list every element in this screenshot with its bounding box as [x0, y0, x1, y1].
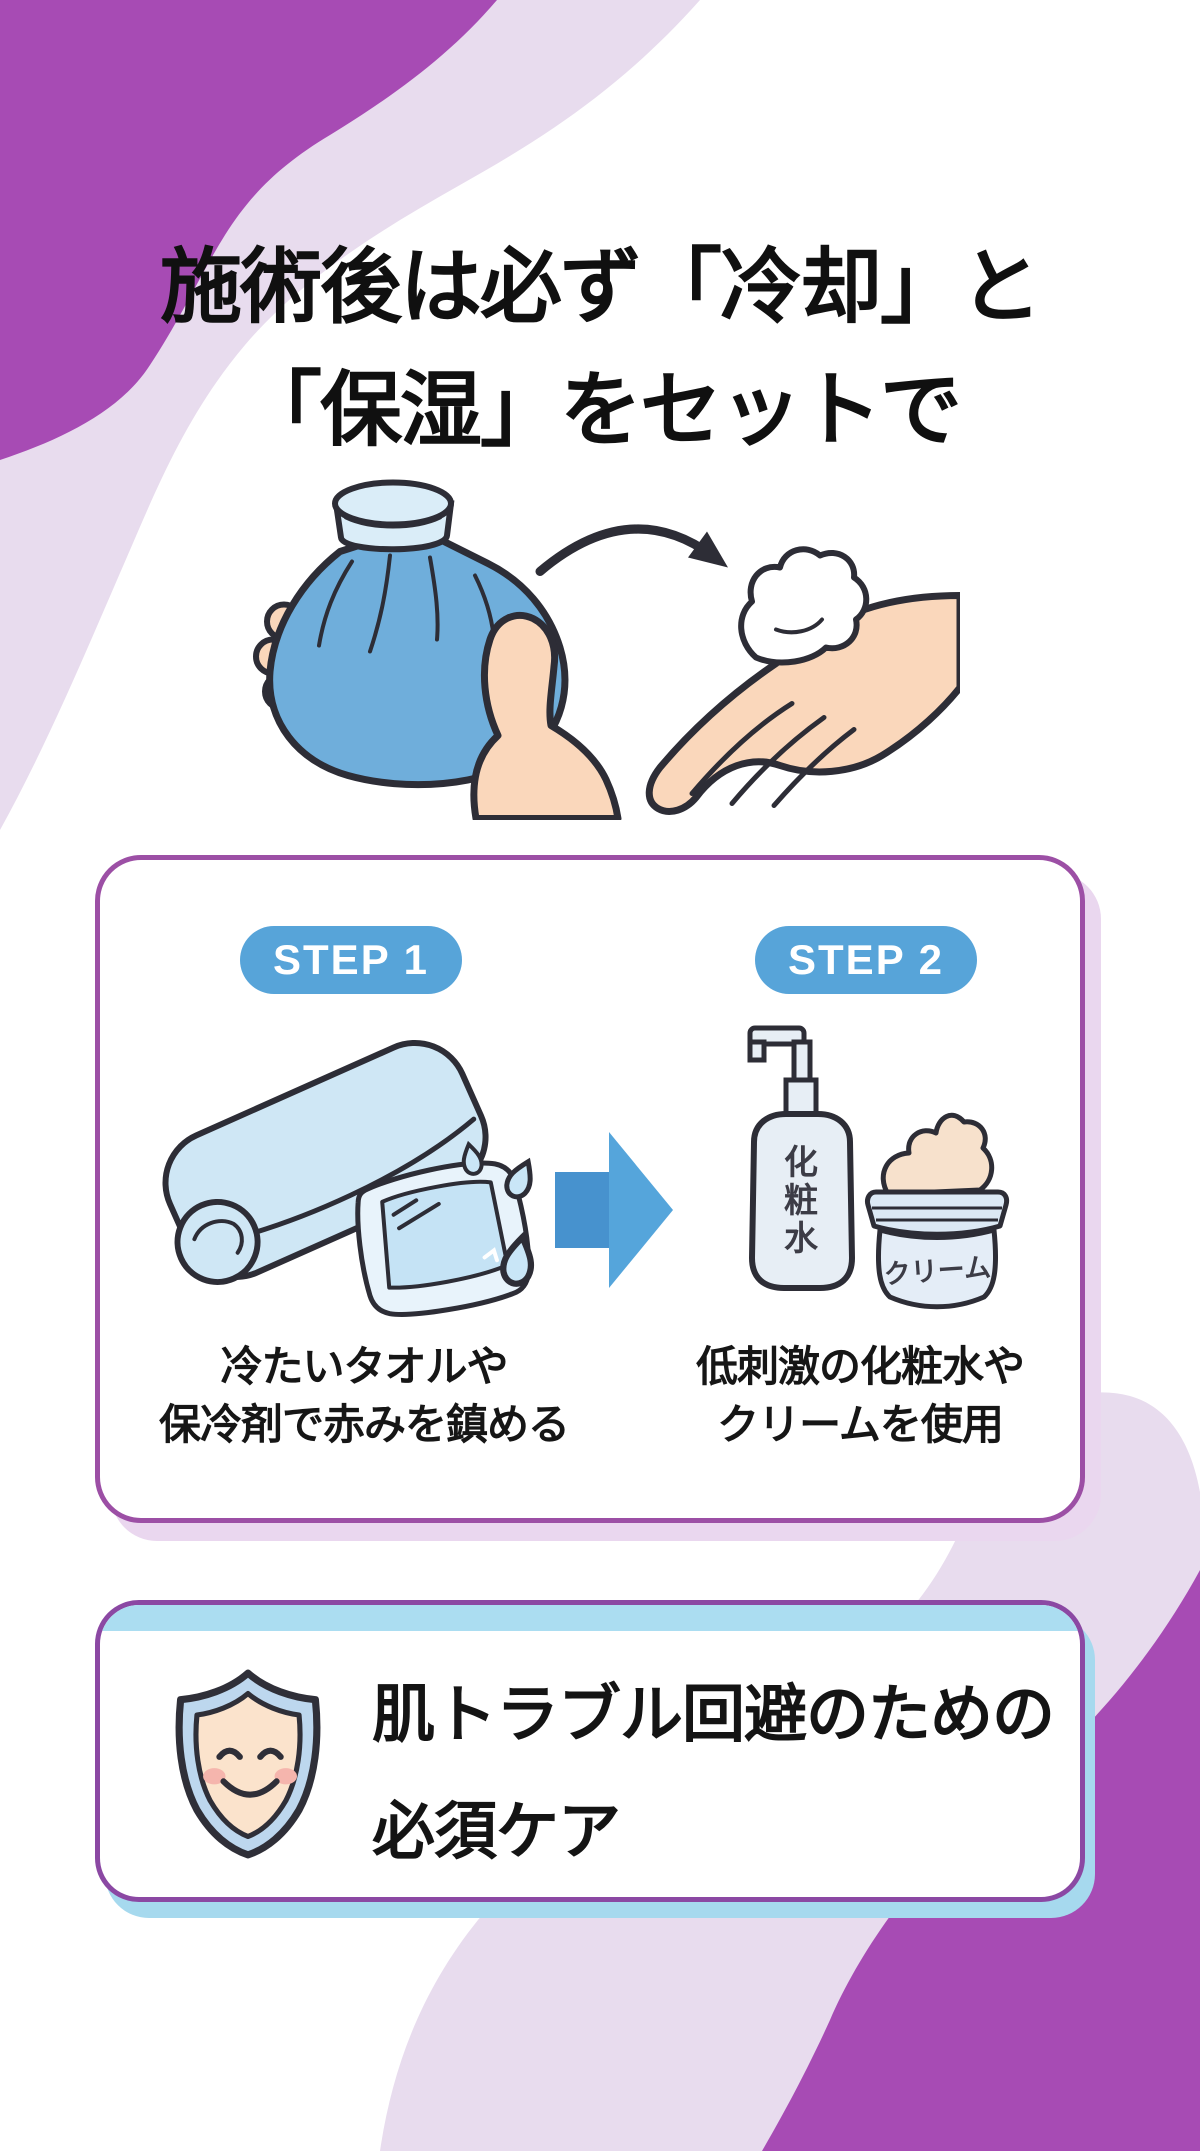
step1-badge: STEP 1	[240, 926, 462, 994]
step2-caption: 低刺激の化粧水や クリームを使用	[640, 1338, 1080, 1454]
lotion-bottle-icon: 化 粧 水	[747, 1025, 855, 1291]
note-text: 肌トラブル回避のための 必須ケア	[372, 1657, 1055, 1890]
bottle-label-char2: 粧	[784, 1182, 818, 1220]
top-left-purple-blob	[0, 0, 497, 460]
water-drops-icon	[461, 1140, 535, 1287]
step2-caption-line2: クリームを使用	[717, 1400, 1004, 1448]
hand-with-cream-icon	[645, 546, 960, 815]
shield-smiley-icon	[175, 1669, 321, 1859]
note-card-accent-bar	[100, 1605, 1080, 1631]
cooling-to-moisturizing-illustration	[253, 479, 960, 820]
step1-badge-label: STEP 1	[273, 936, 429, 983]
steps-card: STEP 1 STEP 2	[95, 855, 1085, 1523]
page-title: 施術後は必ず「冷却」と 「保湿」をセットで	[0, 226, 1200, 472]
bottle-label-char1: 化	[784, 1144, 818, 1182]
steps-illustration: 化 粧 水 クリーム	[162, 1025, 1010, 1317]
note-text-line1: 肌トラブル回避のための	[372, 1680, 1055, 1750]
step2-badge-label: STEP 2	[788, 936, 944, 983]
cream-jar-icon: クリーム	[865, 1112, 1010, 1310]
note-text-line2: 必須ケア	[372, 1796, 621, 1867]
step2-caption-line1: 低刺激の化粧水や	[695, 1343, 1025, 1390]
ice-bag-in-hand-icon	[253, 479, 622, 820]
step2-badge: STEP 2	[755, 926, 977, 994]
note-card: 肌トラブル回避のための 必須ケア	[95, 1600, 1085, 1902]
right-arrow-icon	[555, 1132, 673, 1288]
page-title-line2: 「保湿」をセットで	[239, 365, 962, 456]
page-title-line1: 施術後は必ず「冷却」と	[159, 242, 1042, 333]
cold-towel-icon	[162, 1040, 489, 1285]
step1-caption: 冷たいタオルや 保冷剤で赤みを鎮める	[108, 1338, 620, 1454]
jar-label: クリーム	[883, 1252, 992, 1289]
step1-caption-line1: 冷たいタオルや	[220, 1343, 508, 1390]
curved-arrow-icon	[535, 524, 728, 576]
step1-caption-line2: 保冷剤で赤みを鎮める	[158, 1400, 570, 1448]
bottle-label-char3: 水	[784, 1220, 819, 1258]
